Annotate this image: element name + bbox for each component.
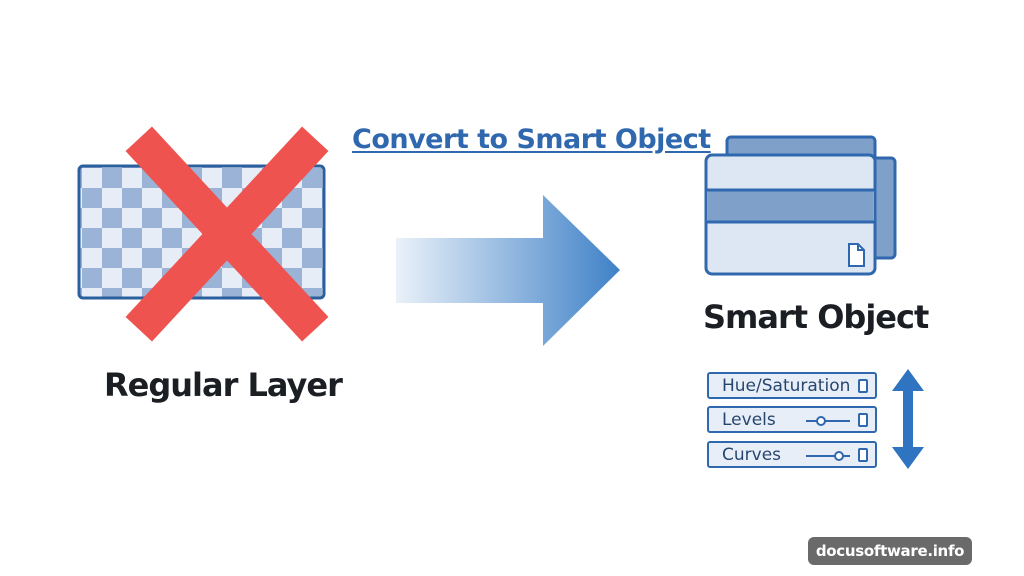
stacked-layers-icon	[704, 135, 897, 276]
adjustment-label: Curves	[722, 445, 782, 465]
convert-label: Convert to Smart Object	[352, 124, 711, 155]
document-icon	[858, 448, 868, 462]
document-icon	[858, 413, 868, 427]
adjustment-label: Hue/Saturation	[722, 376, 851, 396]
adjustment-label: Levels	[722, 410, 776, 430]
adjustment-row-curves: Curves	[707, 441, 877, 468]
red-x-icon	[125, 126, 329, 342]
slider-icon	[806, 416, 850, 426]
slider-icon	[806, 451, 850, 461]
regular-layer-caption: Regular Layer	[104, 366, 343, 404]
document-icon	[848, 243, 865, 267]
convert-arrow-icon	[396, 195, 620, 346]
watermark: docusoftware.info	[808, 537, 972, 565]
adjustment-row-levels: Levels	[707, 406, 877, 433]
document-icon	[858, 379, 868, 393]
smart-object-caption: Smart Object	[703, 298, 929, 336]
double-arrow-icon	[892, 369, 924, 469]
adjustment-row-hue-saturation: Hue/Saturation	[707, 372, 877, 399]
